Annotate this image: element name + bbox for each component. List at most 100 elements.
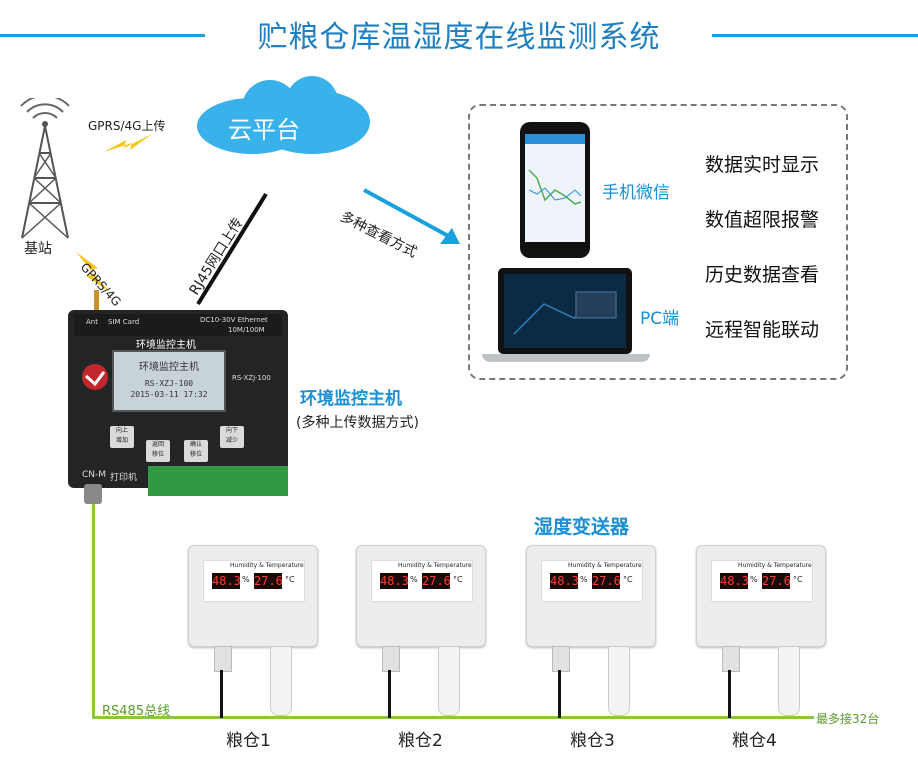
lcd-line-1: 环境监控主机 <box>139 362 199 373</box>
humidity-transmitter: Humidity & Temperature 48.3 % 27.6 °C <box>696 545 826 647</box>
celsius-unit: °C <box>793 575 803 584</box>
btn-inc-label: 增加 <box>115 437 128 444</box>
viewing-methods-box <box>468 104 848 380</box>
btn-down-label: 向下 <box>225 427 238 434</box>
humidity-readout: 48.3 <box>380 573 409 589</box>
sensor-probe <box>438 646 460 716</box>
confirm-shift-button[interactable]: 确认 移位 <box>184 440 208 462</box>
title-rule-left <box>0 34 205 37</box>
rs485-label: RS485总线 <box>102 704 171 719</box>
controller-sub: (多种上传数据方式) <box>296 415 419 431</box>
printer-label: 打印机 <box>110 473 138 483</box>
rs485-bus-vertical <box>92 504 95 718</box>
max-devices-label: 最多接32台 <box>816 712 880 726</box>
cn-m-label: CN-M <box>82 470 107 480</box>
ant-label: Ant <box>86 318 98 326</box>
feature-linkage: 远程智能联动 <box>705 319 820 341</box>
terminal-block <box>148 466 288 496</box>
laptop-base <box>482 354 650 362</box>
feature-history: 历史数据查看 <box>705 264 820 286</box>
cloud-icon <box>197 76 370 154</box>
smartphone-image <box>520 122 590 258</box>
humidity-transmitter: Humidity & Temperature 48.3 % 27.6 °C <box>188 545 318 647</box>
btn-move1-label: 移位 <box>151 451 164 458</box>
mobile-wechat-label: 手机微信 <box>602 183 670 203</box>
celsius-unit: °C <box>623 575 633 584</box>
down-decrease-button[interactable]: 向下 减少 <box>220 426 244 448</box>
gprs-upload-label: GPRS/4G上传 <box>88 119 166 133</box>
phone-screen <box>525 134 585 242</box>
brand-logo-icon <box>82 364 108 390</box>
sensor-display: Humidity & Temperature 48.3 % 27.6 °C <box>711 560 813 602</box>
sensor-display: Humidity & Temperature 48.3 % 27.6 °C <box>371 560 473 602</box>
title-rule-right <box>712 34 918 37</box>
sensor-cable <box>558 670 561 718</box>
sim-label: SIM Card <box>108 318 140 326</box>
arrow-right-icon <box>363 188 460 244</box>
lcd-line-3: 2015-03-11 17:32 <box>130 390 208 399</box>
humidity-transmitter: Humidity & Temperature 48.3 % 27.6 °C <box>526 545 656 647</box>
base-station-tower-icon <box>20 98 70 239</box>
controller-model-label: RS-XZJ-100 <box>232 374 271 382</box>
rs485-connector <box>84 484 102 504</box>
controller-lcd-screen: 环境监控主机 RS-XZJ-100 2015-03-11 17:32 <box>112 350 226 412</box>
btn-ok-label: 确认 <box>189 441 202 448</box>
silo-label: 粮仓3 <box>570 731 615 751</box>
laptop-image <box>498 268 632 354</box>
pc-label: PC端 <box>640 309 680 329</box>
btn-back-label: 返回 <box>151 441 164 448</box>
antenna-icon <box>94 290 99 312</box>
cable-gland <box>722 646 740 672</box>
sensor-cable <box>220 670 223 718</box>
humidity-readout: 48.3 <box>212 573 241 589</box>
btn-move2-label: 移位 <box>189 451 202 458</box>
humidity-readout: 48.3 <box>550 573 579 589</box>
lcd-line-2: RS-XZJ-100 <box>144 379 194 388</box>
controller-panel-title: 环境监控主机 <box>136 340 196 351</box>
cable-gland <box>552 646 570 672</box>
sensor-cable <box>388 670 391 718</box>
sensor-title: Humidity & Temperature <box>398 562 472 569</box>
sensor-display: Humidity & Temperature 48.3 % 27.6 °C <box>541 560 643 602</box>
pct-unit: % <box>410 575 418 584</box>
sensor-title: Humidity & Temperature <box>738 562 812 569</box>
lightning-icon <box>104 134 152 152</box>
pct-unit: % <box>242 575 250 584</box>
cable-gland <box>382 646 400 672</box>
pct-unit: % <box>750 575 758 584</box>
controller-name: 环境监控主机 <box>300 389 402 409</box>
sensor-title: Humidity & Temperature <box>230 562 304 569</box>
silo-label: 粮仓4 <box>732 731 777 751</box>
power-label: DC10-30V Ethernet <box>200 316 268 324</box>
sensor-probe <box>608 646 630 716</box>
temperature-readout: 27.6 <box>762 573 791 589</box>
base-station-label: 基站 <box>24 241 52 257</box>
sensor-display: Humidity & Temperature 48.3 % 27.6 °C <box>203 560 305 602</box>
btn-dec-label: 减少 <box>225 437 238 444</box>
back-shift-button[interactable]: 返回 移位 <box>146 440 170 462</box>
rj45-link-line <box>196 192 268 306</box>
cloud-platform-label: 云平台 <box>228 116 300 144</box>
page-title: 贮粮仓库温湿度在线监测系统 <box>257 20 661 55</box>
celsius-unit: °C <box>285 575 295 584</box>
sensor-probe <box>270 646 292 716</box>
pct-unit: % <box>580 575 588 584</box>
sensor-title: Humidity & Temperature <box>568 562 642 569</box>
humidity-transmitter: Humidity & Temperature 48.3 % 27.6 °C <box>356 545 486 647</box>
rs485-bus-horizontal <box>92 716 814 719</box>
feature-realtime: 数据实时显示 <box>705 154 820 176</box>
temperature-readout: 27.6 <box>254 573 283 589</box>
celsius-unit: °C <box>453 575 463 584</box>
sensor-cable <box>728 670 731 718</box>
laptop-screen <box>504 274 626 348</box>
feature-alarm: 数值超限报警 <box>705 209 820 231</box>
temperature-readout: 27.6 <box>422 573 451 589</box>
silo-label: 粮仓2 <box>398 731 443 751</box>
controller-top-strip <box>74 314 282 336</box>
up-increase-button[interactable]: 向上 增加 <box>110 426 134 448</box>
cable-gland <box>214 646 232 672</box>
btn-up-label: 向上 <box>115 427 128 434</box>
sensor-group-label: 湿度变送器 <box>534 516 630 538</box>
speed-label: 10M/100M <box>228 326 265 334</box>
lightning-icon <box>76 252 110 292</box>
